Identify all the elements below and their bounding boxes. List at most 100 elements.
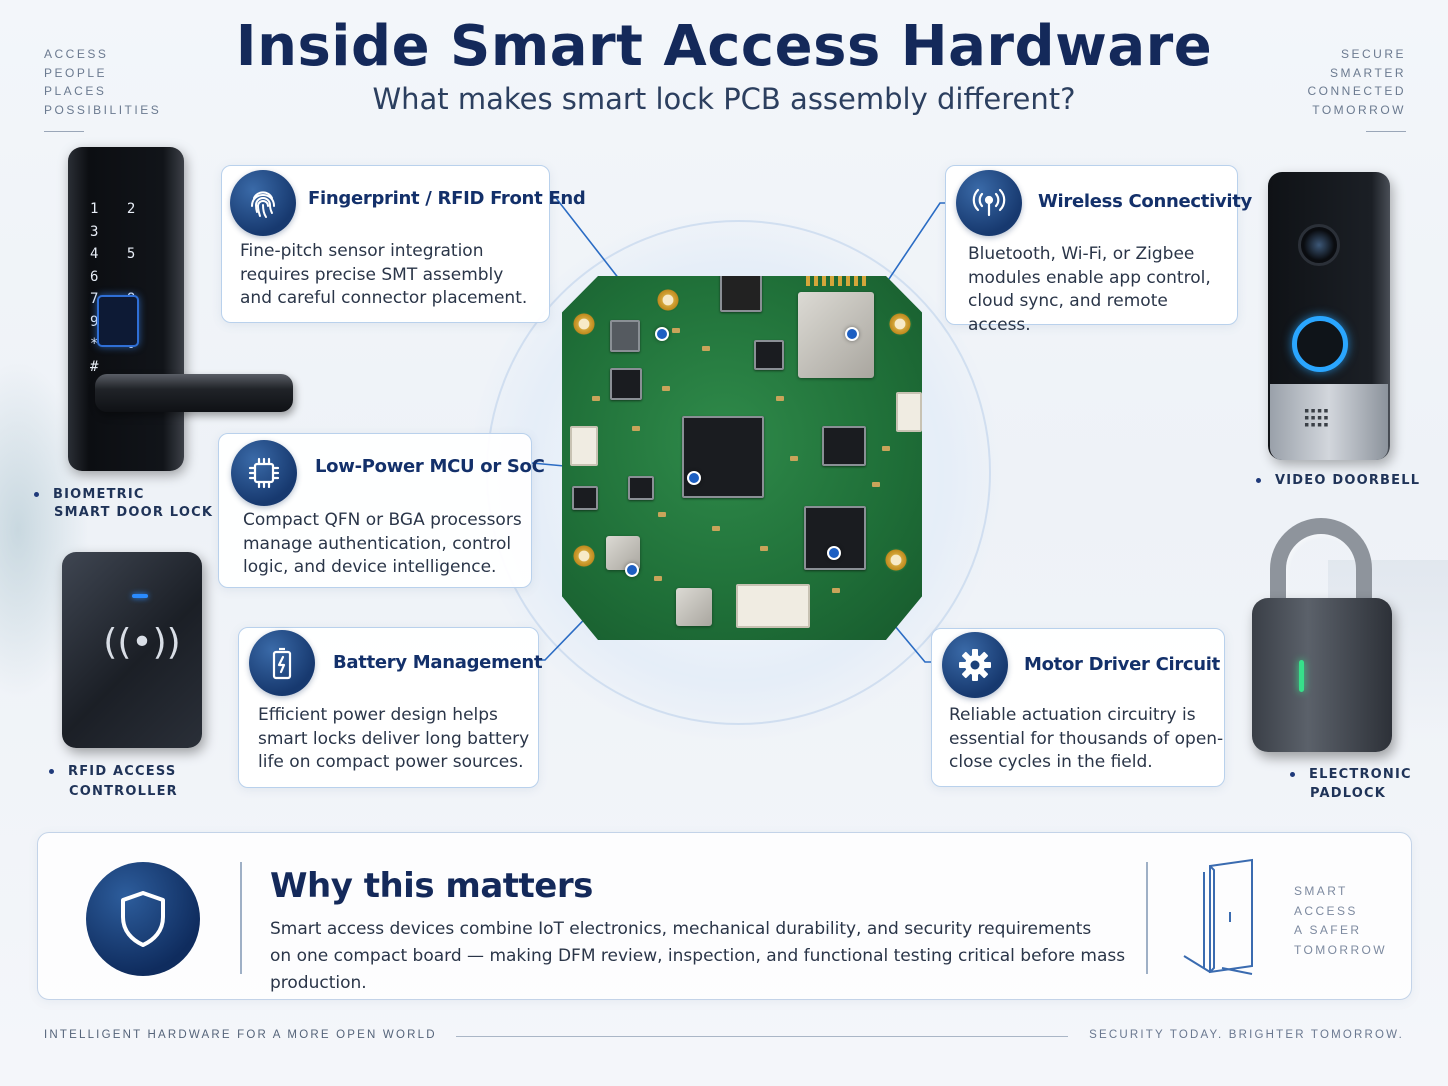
top-connector (720, 276, 762, 312)
footer-tagline-right: SECURITY TODAY. BRIGHTER TOMORROW. (1089, 1029, 1404, 1041)
callout-marker-battery (625, 563, 639, 577)
feature-description: Compact QFN or BGA processors manage aut… (243, 510, 522, 577)
smd-component (632, 426, 640, 431)
rfid-controller-image (62, 552, 202, 748)
chip-icon (231, 440, 297, 506)
mounting-hole (572, 312, 596, 336)
rfid-label-line1: RFID ACCESS (68, 764, 177, 779)
ic-chip (572, 486, 598, 510)
smart-lock-pcb-image (562, 276, 922, 640)
motor-driver-chip (804, 506, 866, 570)
smd-component (672, 328, 680, 333)
feature-title: Motor Driver Circuit (1024, 654, 1220, 675)
bullet-dot (34, 492, 39, 497)
tagline-word: POSSIBILITIES (44, 102, 162, 117)
ic-chip (610, 368, 642, 400)
feature-card-wireless: Wireless Connectivity Bluetooth, Wi-Fi, … (945, 165, 1252, 335)
tagline-word: ACCESS (1294, 903, 1358, 918)
bottom-header-connector (736, 584, 810, 628)
rfid-label: RFID ACCESS CONTROLLER (49, 762, 178, 802)
smd-component (662, 386, 670, 391)
page-title: Inside Smart Access Hardware (235, 14, 1213, 79)
feature-description: Fine-pitch sensor integration requires p… (240, 241, 528, 308)
tagline-word: CONNECTED (1307, 84, 1406, 98)
doorbell-speaker-grill: ▪▪▪▪▪▪▪▪▪▪▪▪ (1304, 406, 1330, 430)
smd-component (702, 346, 710, 351)
doorbell-label: VIDEO DOORBELL (1256, 472, 1420, 490)
door-lock-label-line1: BIOMETRIC (53, 487, 145, 502)
wireless-module-shield (798, 292, 874, 378)
feature-card-mcu: Low-Power MCU or SoC Compact QFN or BGA … (218, 433, 545, 588)
wireless-icon (956, 170, 1022, 236)
fingerprint-icon (230, 170, 296, 236)
doorbell-metal-base (1270, 384, 1388, 460)
smd-component (592, 396, 600, 401)
ic-chip (754, 340, 784, 370)
tagline-word: A SAFER (1294, 923, 1362, 937)
header-left-tagline: ACCESS PEOPLE PLACES POSSIBILITIES (44, 45, 161, 132)
tagline-word: SMARTER (1330, 65, 1406, 80)
tagline-word: ACCESS (44, 47, 109, 61)
feature-card-motor: Motor Driver Circuit Reliable actuation … (931, 628, 1225, 787)
smd-component (654, 576, 662, 581)
feature-title: Wireless Connectivity (1038, 191, 1252, 212)
mounting-hole (888, 312, 912, 336)
banner-line: on one compact board — making DFM review… (270, 946, 1126, 993)
smd-component (872, 482, 880, 487)
page-subtitle: What makes smart lock PCB assembly diffe… (372, 82, 1076, 116)
mounting-hole (884, 548, 908, 572)
feature-card-battery: Battery Management Efficient power desig… (238, 627, 543, 788)
header-right-tagline: SECURE SMARTER CONNECTED TOMORROW (1307, 45, 1406, 132)
contactless-icon: ((•)) (103, 622, 181, 663)
smd-component (882, 446, 890, 451)
sensor-component (610, 320, 640, 352)
feature-title: Fingerprint / RFID Front End (308, 188, 586, 209)
feature-title: Battery Management (333, 652, 543, 673)
padlock-label-line2: PADLOCK (1310, 786, 1387, 801)
tagline-word: SMART (1294, 884, 1348, 898)
banner-title: Why this matters (270, 866, 593, 906)
tagline-word: TOMORROW (1312, 102, 1406, 117)
gear-icon (942, 632, 1008, 698)
tagline-word: PEOPLE (44, 65, 108, 80)
doorbell-label-line1: VIDEO DOORBELL (1275, 473, 1421, 488)
feature-title: Low-Power MCU or SoC (315, 456, 545, 477)
padlock-label-line1: ELECTRONIC (1309, 767, 1412, 782)
door-lock-keypad: 1 2 3 4 5 6 7 8 9 * 0 # (90, 198, 154, 378)
doorbell-ring-button (1292, 316, 1348, 372)
door-icon (1180, 856, 1260, 985)
padlock-status-led (1299, 660, 1304, 692)
door-lock-label: BIOMETRIC SMART DOOR LOCK (34, 486, 213, 522)
ic-chip (822, 426, 866, 466)
side-connector (570, 426, 598, 466)
feature-description: Efficient power design helps smart locks… (258, 705, 530, 772)
tagline-word: PLACES (44, 84, 107, 98)
banner-side-tagline: SMART ACCESS A SAFER TOMORROW (1294, 882, 1387, 960)
tagline-word: SECURE (1340, 47, 1406, 61)
smd-component (832, 588, 840, 593)
why-this-matters-banner (37, 832, 1412, 1000)
callout-marker-mcu (687, 471, 701, 485)
shield-icon (86, 862, 200, 976)
banner-line: Smart access devices combine IoT electro… (270, 919, 1092, 939)
keypad-row: 1 2 3 (90, 201, 146, 240)
doorbell-camera (1298, 224, 1340, 266)
tagline-word: TOMORROW (1294, 942, 1387, 957)
callout-marker-motor (827, 546, 841, 560)
banner-divider (1146, 862, 1148, 974)
smd-component (658, 512, 666, 517)
door-lock-label-line2: SMART DOOR LOCK (54, 505, 214, 520)
module-antenna-pins (806, 276, 866, 286)
footer-divider (456, 1036, 1068, 1037)
side-connector (896, 392, 922, 432)
rfid-status-led (132, 594, 148, 598)
keypad-row: 4 5 6 (90, 246, 146, 285)
door-lock-handle (95, 374, 293, 412)
footer-tagline-left: INTELLIGENT HARDWARE FOR A MORE OPEN WOR… (44, 1029, 437, 1041)
bullet-dot (1290, 772, 1295, 777)
battery-icon (249, 630, 315, 696)
smd-component (712, 526, 720, 531)
feature-description: Reliable actuation circuitry is essentia… (949, 705, 1224, 772)
mounting-hole (656, 288, 680, 312)
bullet-dot (49, 769, 54, 774)
